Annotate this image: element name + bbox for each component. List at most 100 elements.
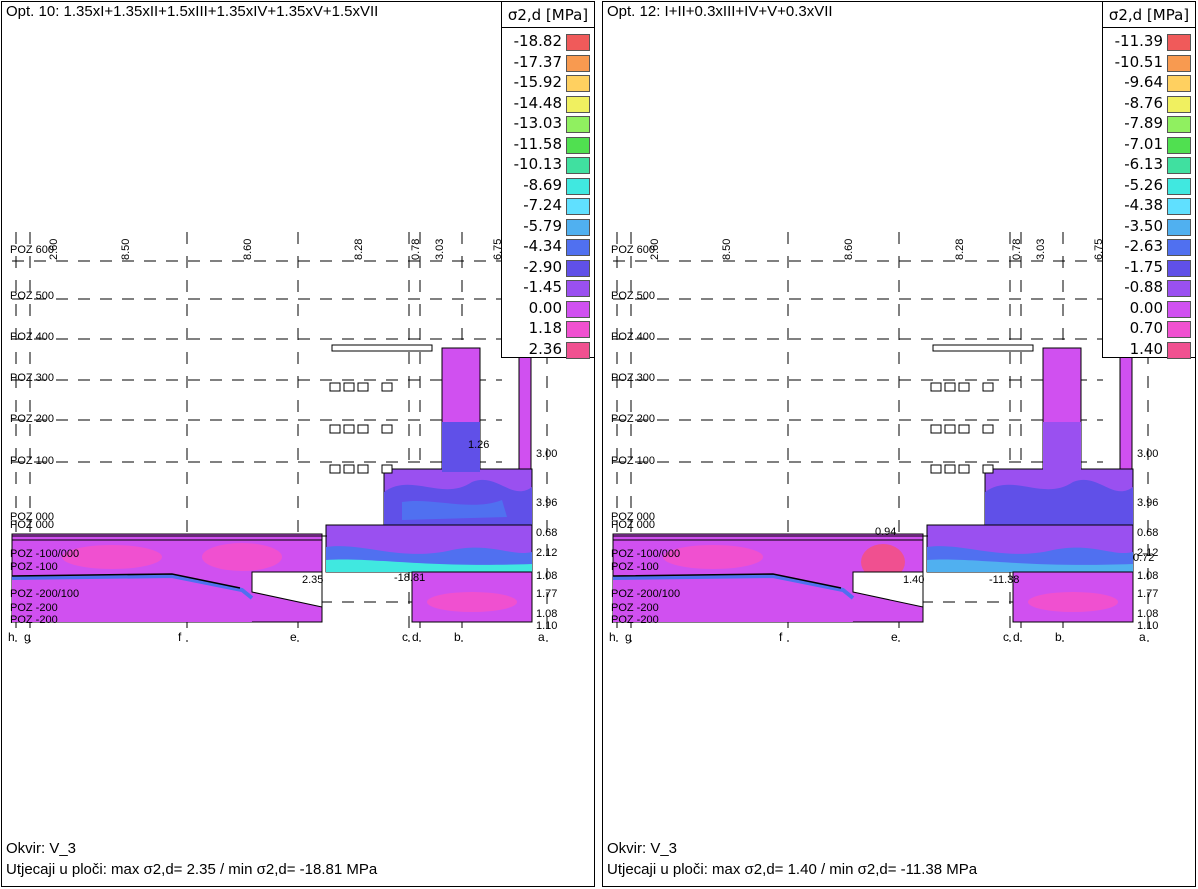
legend-value: -4.34 (523, 237, 562, 255)
max-marker: 2.35 (302, 574, 324, 586)
axis-label: d (1013, 630, 1020, 644)
legend-row: -8.76 (1103, 92, 1195, 116)
legend-row: -5.79 (502, 215, 594, 239)
legend-swatch (1167, 157, 1191, 174)
level-label: POZ -100/000 (10, 548, 80, 560)
legend-swatch (566, 177, 590, 195)
edge-value: 1.77 (536, 588, 558, 600)
axis-label: c (1003, 630, 1009, 644)
legend-row: -7.01 (1103, 133, 1195, 157)
legend-row: 1.40 (1103, 338, 1195, 362)
legend-row: -2.90 (502, 256, 594, 280)
legend-swatch (1167, 300, 1191, 318)
legend-row: -6.13 (1103, 153, 1195, 177)
left-result-panel[interactable]: Opt. 10: 1.35xI+1.35xII+1.5xIII+1.35xIV+… (1, 1, 595, 887)
min-marker: -18.81 (394, 572, 426, 584)
axis-label: f (779, 630, 783, 644)
legend-title: σ2,d [MPa] (502, 2, 594, 28)
dimension-label: 8.28 (954, 238, 966, 260)
dimension-label: 2.60 (48, 238, 60, 260)
level-label: POZ 000 (10, 519, 55, 531)
color-legend: σ2,d [MPa] -18.82-17.37-15.92-14.48-13.0… (501, 2, 594, 359)
level-label: POZ 600 (10, 244, 55, 256)
level-label: POZ 000 (10, 511, 55, 523)
legend-row: -2.63 (1103, 235, 1195, 259)
legend-row: -7.89 (1103, 112, 1195, 136)
axis-label: b (454, 630, 461, 644)
axis-label: g (625, 630, 632, 644)
edge-value: 1.77 (1137, 588, 1159, 600)
legend-swatch (566, 341, 590, 359)
legend-row: -5.26 (1103, 174, 1195, 198)
legend-value: -10.13 (513, 155, 562, 173)
dimension-label: 8.50 (721, 238, 733, 260)
edge-value: 1.08 (536, 608, 558, 620)
edge-value: 3.96 (1137, 497, 1159, 509)
legend-value: 0.70 (1129, 319, 1163, 337)
value-marker: 0.72 (1133, 552, 1155, 564)
legend-swatch (566, 239, 590, 256)
axis-label: d (412, 630, 419, 644)
axis-label: f (178, 630, 182, 644)
dimension-label: 8.28 (353, 238, 365, 260)
legend-value: -17.37 (513, 52, 562, 71)
legend-value: -7.24 (523, 196, 562, 214)
legend-swatch (566, 75, 590, 92)
edge-value: 2.12 (536, 547, 558, 559)
legend-swatch (566, 259, 590, 277)
edge-value: 1.08 (536, 570, 558, 582)
axis-label: a (538, 630, 545, 644)
edge-value: 3.96 (536, 497, 558, 509)
axis-label: b (1055, 630, 1062, 644)
legend-row: -17.37 (502, 51, 594, 75)
legend-row: -13.03 (502, 112, 594, 136)
edge-value: 1.10 (536, 620, 558, 632)
legend-value: -2.90 (523, 257, 562, 276)
legend-row: -14.48 (502, 92, 594, 116)
legend-row: -9.64 (1103, 71, 1195, 95)
load-combination-title: Opt. 12: I+II+0.3xIII+IV+V+0.3xVII (607, 3, 833, 20)
legend-swatch (1167, 341, 1191, 359)
level-label: POZ 500 (611, 290, 656, 302)
legend-value: -6.13 (1124, 155, 1163, 173)
legend-swatch (566, 54, 590, 72)
legend-swatch (566, 321, 590, 338)
stress-contour-drawing[interactable] (2, 2, 595, 832)
legend-swatch (566, 116, 590, 133)
edge-value: 1.08 (1137, 570, 1159, 582)
min-marker: -11.38 (989, 574, 1020, 586)
level-label: POZ 200 (611, 413, 656, 425)
legend-row: -18.82 (502, 30, 594, 54)
level-label: POZ -100 (611, 561, 659, 573)
level-label: POZ 600 (611, 244, 656, 256)
legend-swatch (1167, 198, 1191, 215)
level-label: POZ -100 (10, 561, 58, 573)
legend-value: -13.03 (513, 114, 562, 132)
dimension-label: 3.03 (434, 238, 446, 260)
legend-value: 1.40 (1129, 339, 1163, 358)
legend-swatch (1167, 239, 1191, 256)
level-label: POZ 500 (10, 290, 55, 302)
legend-row: -7.24 (502, 194, 594, 218)
level-label: POZ 300 (611, 372, 656, 384)
dimension-label: 2.60 (649, 238, 661, 260)
legend-value: -5.79 (523, 216, 562, 235)
edge-value: 3.00 (536, 448, 558, 460)
value-marker: 1.26 (468, 439, 490, 451)
legend-swatch (1167, 54, 1191, 72)
legend-value: 2.36 (528, 339, 562, 358)
level-label: POZ -200 (10, 614, 58, 626)
legend-value: -7.01 (1124, 134, 1163, 153)
legend-row: -4.34 (502, 235, 594, 259)
legend-row: -8.69 (502, 174, 594, 198)
stress-contour-drawing[interactable] (603, 2, 1196, 832)
edge-value: 3.00 (1137, 448, 1159, 460)
level-label: POZ 400 (10, 331, 55, 343)
legend-value: -4.38 (1124, 196, 1163, 214)
right-result-panel[interactable]: Opt. 12: I+II+0.3xIII+IV+V+0.3xVII POZ 6… (602, 1, 1196, 887)
legend-value: -9.64 (1124, 73, 1163, 91)
legend-value: -14.48 (513, 93, 562, 112)
level-label: POZ 100 (611, 455, 656, 467)
level-label: POZ -200 (611, 614, 659, 626)
legend-swatch (566, 157, 590, 174)
